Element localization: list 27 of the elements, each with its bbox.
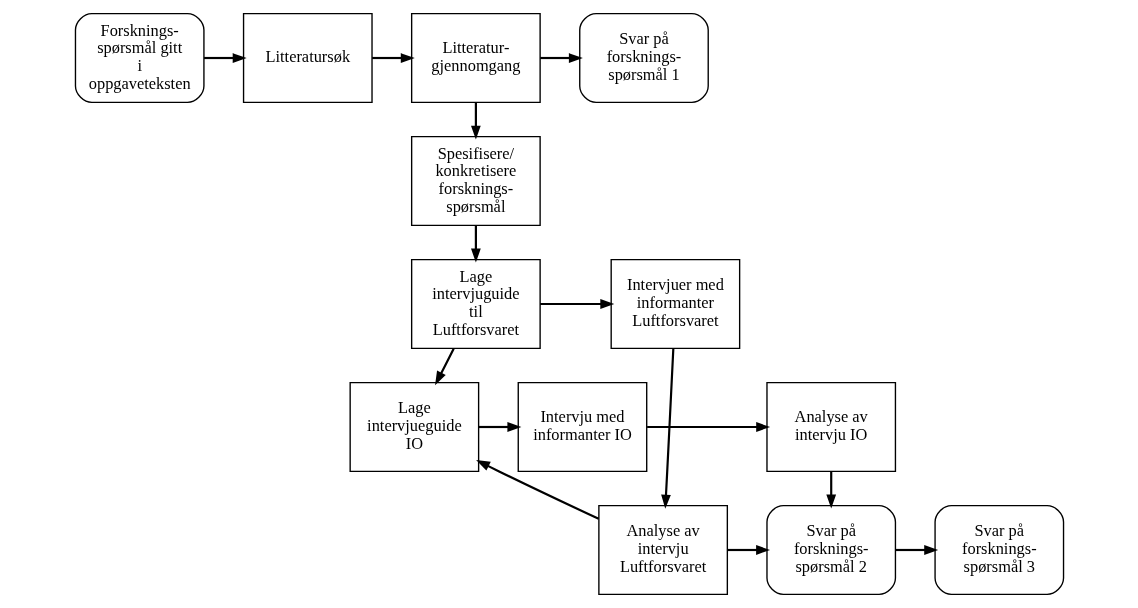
arrow [825,471,836,509]
arrow [434,348,455,386]
arrow [726,545,770,555]
node-box: Lage intervjueguide IO [348,381,479,473]
node-box: Litteratur- gjennomgang [410,12,541,104]
arrow [203,53,247,63]
node-box: Litteratursøk [242,12,373,104]
node-box: Analyse av intervju IO [765,381,896,473]
node-box: Analyse av intervju Luftforsvaret [597,504,728,596]
arrow [478,422,521,432]
arrow [660,348,674,509]
node-box: Intervjuer med informanter Luftforsvaret [610,258,740,350]
node-box: Lage intervjuguide til Luftforsvaret [410,258,541,350]
arrow [539,299,614,309]
node-box: Svar på forsknings- spørsmål 3 [933,504,1064,596]
arrow [539,53,583,63]
arrow [371,53,415,63]
node-box: Forsknings- spørsmål gitt i oppgaveteksten [74,12,205,104]
arrow [475,459,599,520]
arrow [646,422,770,432]
arrow [470,225,481,263]
node-box: Svar på forsknings- spørsmål 2 [765,504,896,596]
arrow [470,102,481,140]
node-box: Svar på forsknings- spørsmål 1 [578,12,709,104]
node-box: Spesifisere/ konkretisere forsknings- spørsmål [410,135,541,227]
arrow [895,545,938,555]
node-box: Intervju med informanter IO [517,381,647,473]
